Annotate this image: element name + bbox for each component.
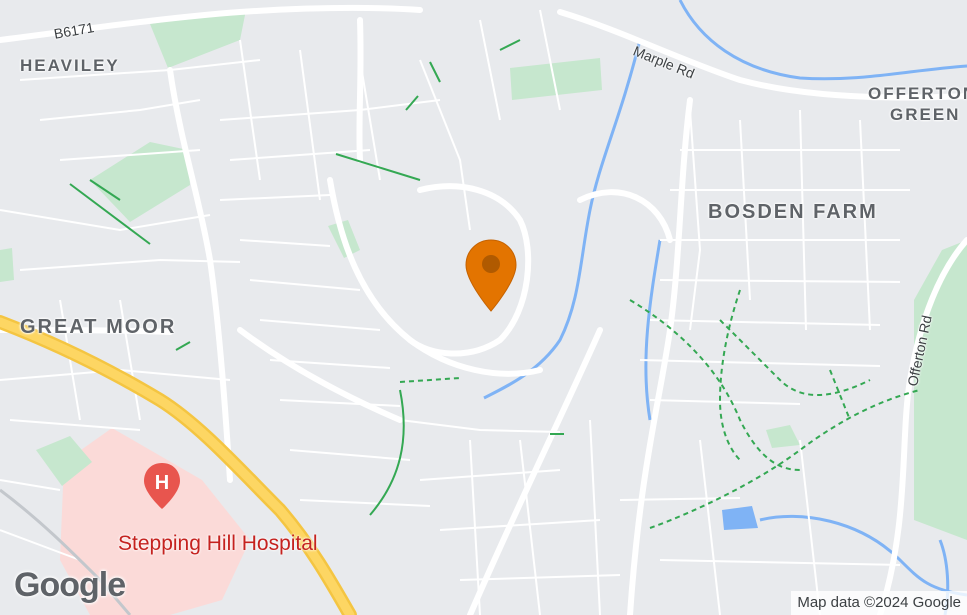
dashed-footpaths <box>399 289 921 529</box>
place-label-heaviley: HEAVILEY <box>20 56 120 75</box>
place-label-offerton: OFFERTON <box>868 84 967 103</box>
parks <box>0 10 967 540</box>
hospital-grounds <box>60 428 250 615</box>
map-pin-icon[interactable] <box>464 238 518 314</box>
major-road <box>0 317 355 615</box>
main-roads <box>0 4 967 615</box>
minor-roads <box>0 9 910 615</box>
footpaths <box>69 39 564 516</box>
map-attribution[interactable]: Map data ©2024 Google <box>791 591 967 615</box>
hospital-h-icon[interactable]: H <box>141 461 183 523</box>
hospital-icon-letter: H <box>155 472 169 494</box>
place-label-bosden-farm: BOSDEN FARM <box>708 201 878 223</box>
place-label-great-moor: GREAT MOOR <box>20 316 177 338</box>
pond <box>722 506 758 530</box>
google-logo: Google <box>14 566 126 604</box>
railway <box>0 488 132 615</box>
poi-label-stepping-hill-hospital[interactable]: Stepping Hill Hospital <box>118 532 318 555</box>
place-label-green: GREEN <box>890 105 961 124</box>
